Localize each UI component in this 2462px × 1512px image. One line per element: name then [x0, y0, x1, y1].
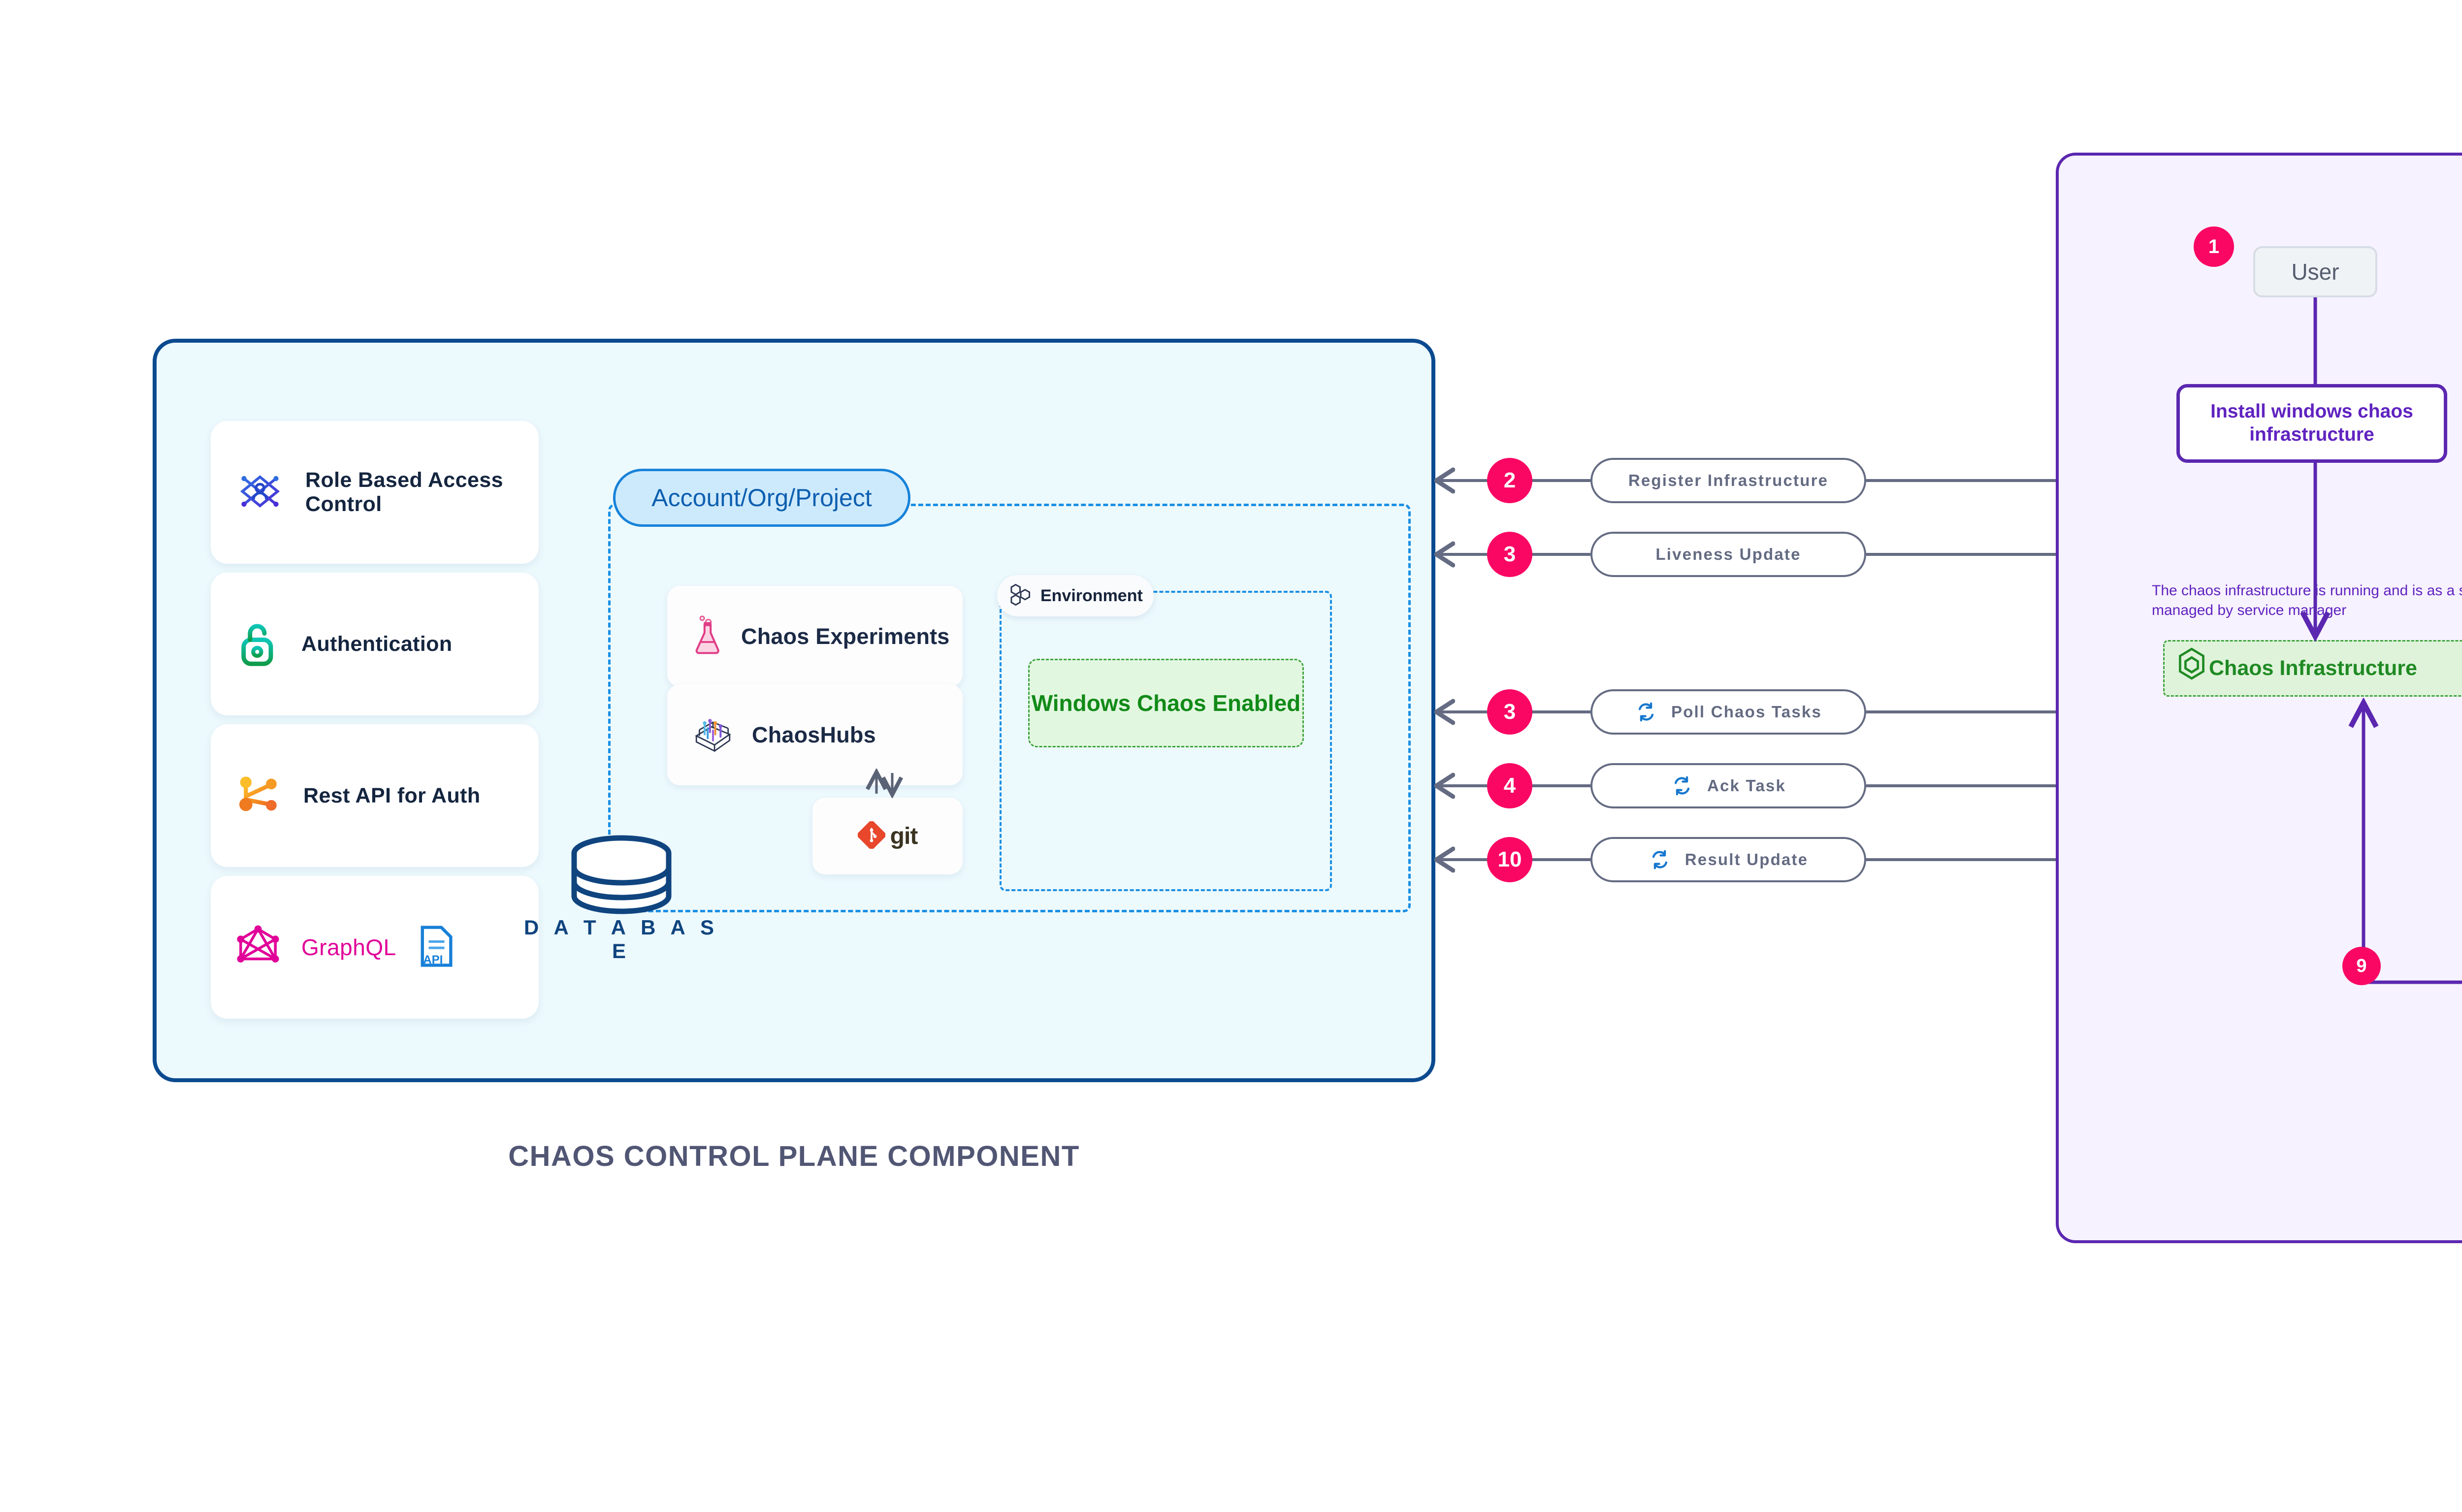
execution-plane-title: CHAOS EXECUTION PLANE COMPONENT: [2056, 1312, 2462, 1345]
install-windows-chaos-infrastructure-box[interactable]: Install windows chaos infrastructure: [2176, 384, 2447, 463]
connector-step-badge-3: 3: [1487, 532, 1532, 577]
environment-pill[interactable]: Environment: [997, 575, 1154, 616]
connector-step-badge-2: 2: [1487, 458, 1532, 503]
connector-line-right: [1866, 858, 2056, 861]
unlock-icon: [234, 617, 282, 671]
feature-card-rest-api[interactable]: Rest API for Auth: [211, 724, 539, 867]
account-org-project-boundary: [608, 504, 1411, 912]
environment-boundary: [1000, 591, 1332, 891]
environment-label: Environment: [1040, 586, 1143, 605]
connector-label: Result Update: [1685, 850, 1809, 869]
hexagon-cluster-icon: [1010, 582, 1032, 610]
connector-label: Poll Chaos Tasks: [1671, 703, 1822, 721]
share-nodes-icon: [234, 771, 284, 821]
user-box[interactable]: User: [2253, 246, 2377, 297]
feature-card-authentication[interactable]: Authentication: [211, 573, 539, 715]
git-label: git: [890, 823, 918, 849]
feature-label: Role Based Access Control: [305, 468, 503, 516]
connector-arrowhead-left: [1432, 467, 1456, 497]
feature-label: Authentication: [301, 632, 453, 656]
sync-icon: [1671, 774, 1693, 797]
connector-arrowhead-left: [1432, 541, 1456, 571]
windows-chaos-enabled-box: Windows Chaos Enabled: [1028, 659, 1304, 747]
account-org-project-pill[interactable]: Account/Org/Project: [613, 469, 910, 527]
card-label: ChaosHubs: [752, 722, 876, 747]
connector-step-badge-4: 4: [1487, 763, 1532, 808]
connector-pill[interactable]: Register Infrastructure: [1590, 458, 1866, 503]
git-icon: [857, 820, 886, 851]
svg-text:API: API: [423, 953, 443, 966]
connector-line-right: [1866, 479, 2056, 482]
rbac-icon: [234, 466, 286, 519]
chaos-infrastructure-label: Chaos Infrastructure: [2209, 656, 2417, 680]
feature-label: Rest API for Auth: [303, 783, 481, 807]
connector-label: Register Infrastructure: [1628, 471, 1829, 489]
chaos-execution-plane-panel: [2056, 153, 2462, 1243]
connector-line-right: [1866, 553, 2056, 556]
database-label: D A T A B A S E: [524, 916, 719, 963]
control-plane-title: CHAOS CONTROL PLANE COMPONENT: [508, 1140, 1080, 1172]
connector-step-badge-10: 10: [1487, 837, 1532, 882]
feature-card-graphql[interactable]: GraphQL API: [211, 876, 539, 1019]
note-infrastructure: The chaos infrastructure is running and …: [2152, 582, 2462, 618]
step-badge-9: 9: [2342, 947, 2381, 985]
connector-line-right: [1866, 784, 2056, 787]
connector-arrowhead-left: [1432, 846, 1456, 876]
connector-label: Ack Task: [1707, 776, 1786, 795]
chaos-infrastructure-box[interactable]: Chaos Infrastructure: [2163, 640, 2462, 697]
connector-step-badge-3: 3: [1487, 689, 1532, 735]
connector-pill[interactable]: Liveness Update: [1590, 532, 1866, 577]
connector-pill[interactable]: Ack Task: [1590, 763, 1866, 808]
sync-icon: [1649, 848, 1671, 871]
card-chaos-experiments[interactable]: Chaos Experiments: [667, 586, 963, 687]
connector-arrowhead-left: [1432, 698, 1456, 728]
connector-line-right: [1866, 710, 2056, 713]
connector-pill[interactable]: Poll Chaos Tasks: [1590, 689, 1866, 735]
feature-card-rbac[interactable]: Role Based Access Control: [211, 421, 539, 564]
sync-icon: [1635, 701, 1657, 723]
graphql-label: GraphQL: [301, 934, 396, 960]
connector-label: Liveness Update: [1655, 545, 1801, 563]
flask-icon: [692, 614, 723, 658]
hexagon-icon: [2177, 647, 2206, 685]
graphql-icon: [234, 923, 282, 972]
card-label: Chaos Experiments: [741, 623, 950, 649]
card-git[interactable]: git: [812, 798, 963, 874]
card-chaoshubs[interactable]: ChaosHubs: [667, 684, 963, 785]
step-badge-1: 1: [2194, 226, 2234, 267]
api-document-icon: API: [416, 923, 455, 972]
test-tube-rack-icon: [692, 713, 734, 757]
connector-arrowhead-left: [1432, 772, 1456, 802]
connector-pill[interactable]: Result Update: [1590, 837, 1866, 882]
